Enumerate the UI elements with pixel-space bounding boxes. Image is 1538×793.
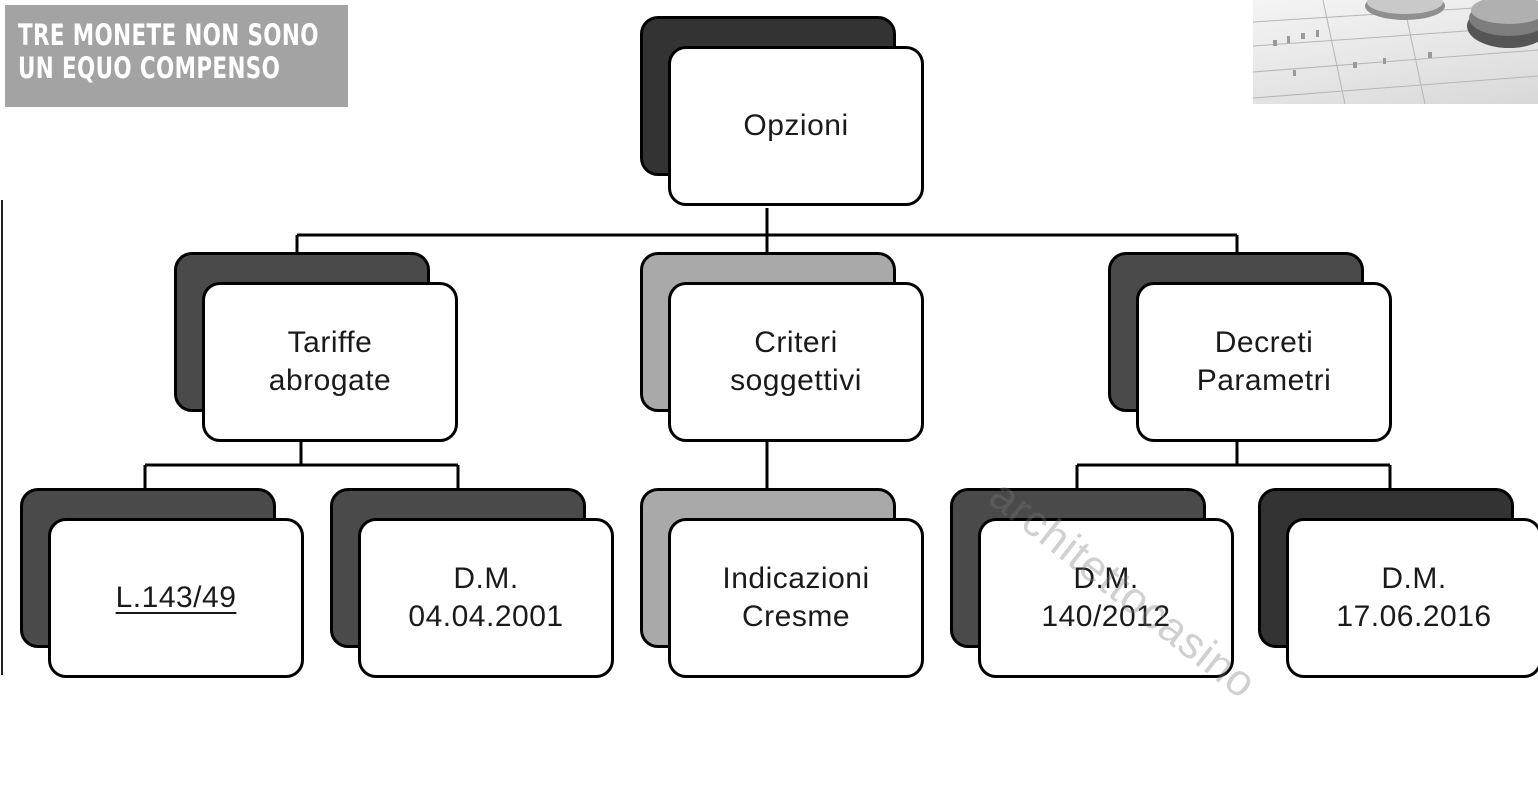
node-dm-17-06-2016: D.M. 17.06.2016: [1258, 488, 1538, 678]
connector-lines: [143, 208, 1392, 490]
node-criteri-soggettivi: Criteri soggettivi: [640, 252, 924, 442]
node-indicazioni-cresme: Indicazioni Cresme: [640, 488, 924, 678]
node-label-line-1: D.M.: [1381, 562, 1447, 595]
node-label: Opzioni: [743, 109, 849, 142]
node-label-line-2: 17.06.2016: [1336, 600, 1492, 633]
node-label-line-2: Parametri: [1196, 364, 1332, 397]
node-face: D.M. 17.06.2016: [1286, 518, 1538, 678]
node-face: D.M. 140/2012: [978, 518, 1234, 678]
node-decreti-parametri: Decreti Parametri: [1108, 252, 1392, 442]
l-143-49-link[interactable]: L.143/49: [115, 581, 237, 614]
node-label-line-1: Indicazioni: [722, 562, 870, 595]
left-edge-rule: [1, 200, 3, 675]
node-label-line-1: Criteri: [754, 326, 838, 359]
node-label-line-2: abrogate: [268, 364, 392, 397]
node-label-line-2: soggettivi: [730, 364, 862, 397]
banner-line-2: UN EQUO COMPENSO: [18, 51, 281, 85]
node-dm-04-04-2001: D.M. 04.04.2001: [330, 488, 614, 678]
node-label-line-2: 140/2012: [1041, 600, 1171, 633]
node-label-line-1: D.M.: [1073, 562, 1139, 595]
node-l-143-49[interactable]: L.143/49: [20, 488, 304, 678]
node-face: Criteri soggettivi: [668, 282, 924, 442]
node-face: Decreti Parametri: [1136, 282, 1392, 442]
node-tariffe-abrogate: Tariffe abrogate: [174, 252, 458, 442]
coins-photo: [1253, 0, 1538, 104]
node-face: D.M. 04.04.2001: [358, 518, 614, 678]
node-label-line-1: Decreti: [1214, 326, 1314, 359]
node-face: Indicazioni Cresme: [668, 518, 924, 678]
node-label-line-1: Tariffe: [287, 326, 373, 359]
node-opzioni: Opzioni: [640, 16, 924, 206]
node-label-line-2: 04.04.2001: [408, 600, 564, 633]
node-dm-140-2012: D.M. 140/2012: [950, 488, 1234, 678]
node-face: Tariffe abrogate: [202, 282, 458, 442]
node-face: Opzioni: [668, 46, 924, 206]
node-label-line-1: D.M.: [453, 562, 519, 595]
title-banner: TRE MONETE NON SONO UN EQUO COMPENSO: [5, 5, 348, 107]
node-face: L.143/49: [48, 518, 304, 678]
node-label-line-2: Cresme: [741, 600, 850, 633]
